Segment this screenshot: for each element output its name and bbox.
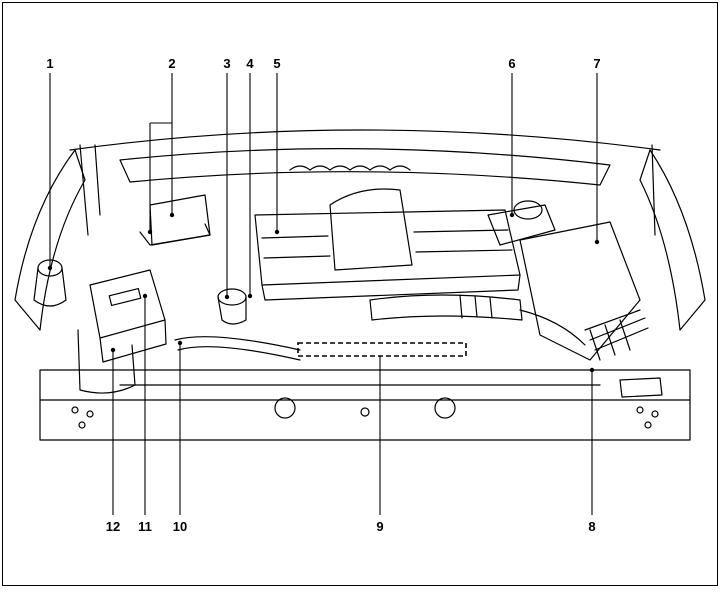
callout-10: 10 [173, 519, 187, 534]
engine-cover-center [330, 189, 412, 270]
left-hood-strut [80, 145, 88, 235]
callout-5: 5 [273, 56, 280, 71]
callout-6: 6 [508, 56, 515, 71]
battery [90, 270, 165, 338]
callout-8: 8 [588, 519, 595, 534]
callout-9: 9 [376, 519, 383, 534]
callout-12: 12 [106, 519, 120, 534]
callout-3: 3 [223, 56, 230, 71]
right-hood-strut [652, 145, 655, 235]
callout-11: 11 [138, 519, 152, 534]
upper-hose [175, 337, 300, 350]
fuse-box [150, 195, 210, 245]
engine-cover [255, 210, 520, 285]
callout-2: 2 [168, 56, 175, 71]
callout-1: 1 [46, 56, 53, 71]
callout-4: 4 [246, 56, 253, 71]
right-fender [640, 150, 705, 330]
cowl-vents [290, 166, 410, 170]
hood-outline [70, 130, 660, 150]
brake-reservoir-cap [218, 289, 246, 305]
callout-7: 7 [593, 56, 600, 71]
callout-9-highlight [298, 343, 466, 356]
intake-duct [370, 295, 522, 320]
